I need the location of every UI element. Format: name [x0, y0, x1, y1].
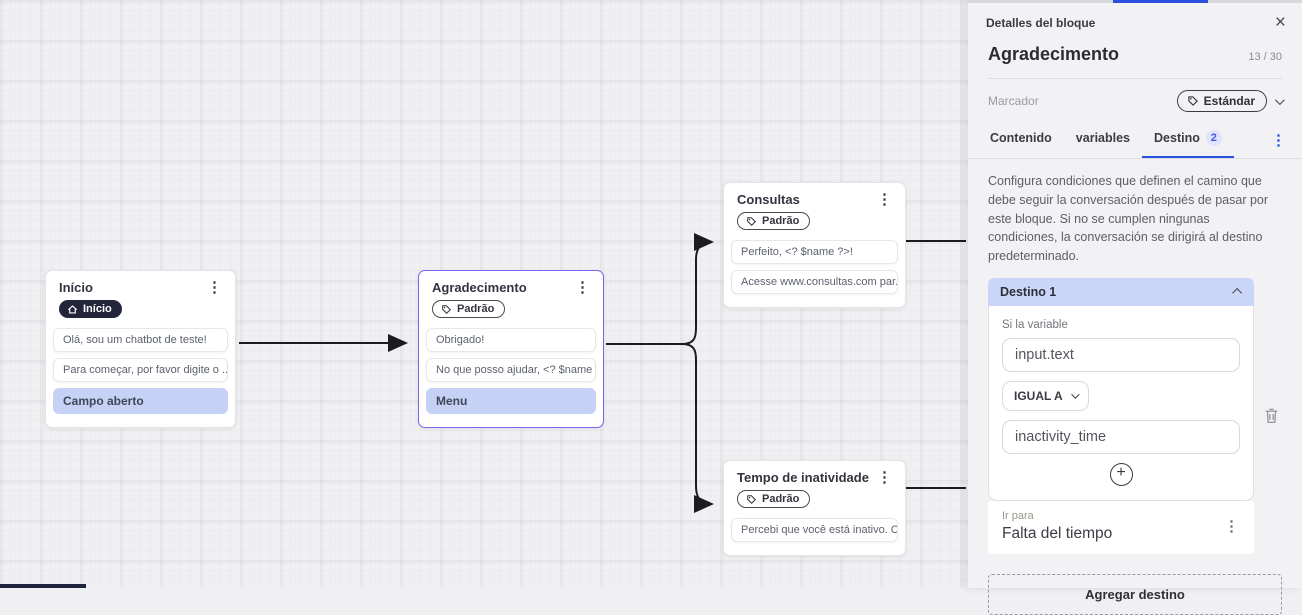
tag-icon — [441, 304, 452, 315]
block-details-panel: Detalles del bloque × 13 / 30 Marcador E… — [968, 0, 1302, 588]
tab-variables[interactable]: variables — [1064, 121, 1142, 158]
menu-row[interactable]: Menu — [426, 388, 596, 414]
tab-contenido[interactable]: Contenido — [978, 121, 1064, 158]
bottom-toolbar-edge — [0, 584, 86, 588]
marcador-pill[interactable]: Estándar — [1177, 90, 1267, 112]
node-menu-icon[interactable]: ⋮ — [572, 280, 593, 295]
go-to-menu-icon[interactable]: ⋮ — [1219, 517, 1244, 535]
panel-title: Detalles del bloque — [986, 16, 1095, 30]
padrao-badge: Padrão — [737, 490, 810, 508]
tabs-menu-icon[interactable]: ⋮ — [1265, 131, 1292, 149]
message-row[interactable]: Obrigado! — [426, 328, 596, 352]
tab-destino[interactable]: Destino 2 — [1142, 121, 1234, 158]
close-icon[interactable]: × — [1275, 13, 1286, 32]
padrao-badge: Padrão — [737, 212, 810, 230]
message-row[interactable]: Percebi que você está inativo. C... — [731, 518, 898, 542]
node-tempo-inatividade[interactable]: Tempo de inatividade ⋮ Padrão Percebi qu… — [723, 460, 906, 556]
node-title: Início — [59, 280, 93, 295]
node-title: Consultas — [737, 192, 800, 207]
destino-1-header[interactable]: Destino 1 — [988, 278, 1254, 306]
node-title: Tempo de inatividade — [737, 470, 869, 485]
go-to-label: Ir para — [1002, 510, 1112, 522]
destino-1-label: Destino 1 — [1000, 285, 1056, 299]
marcador-label: Marcador — [988, 94, 1039, 108]
node-menu-icon[interactable]: ⋮ — [204, 280, 225, 295]
chevron-up-icon — [1232, 288, 1242, 298]
inicio-badge: Início — [59, 300, 122, 318]
char-counter: 13 / 30 — [1248, 51, 1282, 63]
condition-variable-input[interactable] — [1002, 338, 1240, 372]
padrao-badge: Padrão — [432, 300, 505, 318]
tag-icon — [746, 216, 757, 227]
delete-destination-button[interactable] — [1263, 282, 1280, 554]
destino-count-badge: 2 — [1206, 130, 1222, 146]
panel-tabs: Contenido variables Destino 2 ⋮ — [968, 121, 1302, 159]
node-title: Agradecimento — [432, 280, 527, 295]
operator-select[interactable]: IGUAL A — [1002, 381, 1089, 411]
node-menu-icon[interactable]: ⋮ — [874, 470, 895, 485]
go-to-value: Falta del tiempo — [1002, 525, 1112, 543]
trash-icon — [1263, 407, 1280, 425]
message-row[interactable]: Para começar, por favor digite o ... — [53, 358, 228, 382]
node-consultas[interactable]: Consultas ⋮ Padrão Perfeito, <? $name ?>… — [723, 182, 906, 308]
marcador-select[interactable]: Estándar — [1177, 90, 1282, 112]
chevron-down-icon — [1275, 95, 1285, 105]
go-to-card[interactable]: Ir para Falta del tiempo ⋮ — [988, 501, 1254, 554]
chevron-down-icon — [1071, 390, 1079, 398]
active-tab-indicator — [1113, 0, 1208, 3]
condition-variable-label: Si la variable — [1002, 319, 1240, 331]
tag-icon — [746, 494, 757, 505]
message-row[interactable]: Olá, sou um chatbot de teste! — [53, 328, 228, 352]
home-icon — [67, 304, 78, 315]
node-agradecimento[interactable]: Agradecimento ⋮ Padrão Obrigado! No que … — [418, 270, 604, 428]
message-row[interactable]: Perfeito, <? $name ?>! — [731, 240, 898, 264]
condition-value-input[interactable] — [1002, 420, 1240, 454]
node-inicio[interactable]: Início ⋮ Início Olá, sou um chatbot de t… — [45, 270, 236, 428]
destino-description: Configura condiciones que definen el cam… — [968, 159, 1302, 274]
open-field-row[interactable]: Campo aberto — [53, 388, 228, 414]
add-destination-button[interactable]: Agregar destino — [988, 574, 1282, 615]
tag-icon — [1187, 95, 1199, 107]
panel-top-strip — [968, 0, 1302, 3]
block-name-input[interactable] — [988, 44, 1198, 65]
message-row[interactable]: No que posso ajudar, <? $name ... — [426, 358, 596, 382]
message-row[interactable]: Acesse www.consultas.com par... — [731, 270, 898, 294]
add-condition-button[interactable]: + — [1110, 463, 1133, 486]
node-menu-icon[interactable]: ⋮ — [874, 192, 895, 207]
condition-card: Si la variable IGUAL A + — [988, 306, 1254, 501]
